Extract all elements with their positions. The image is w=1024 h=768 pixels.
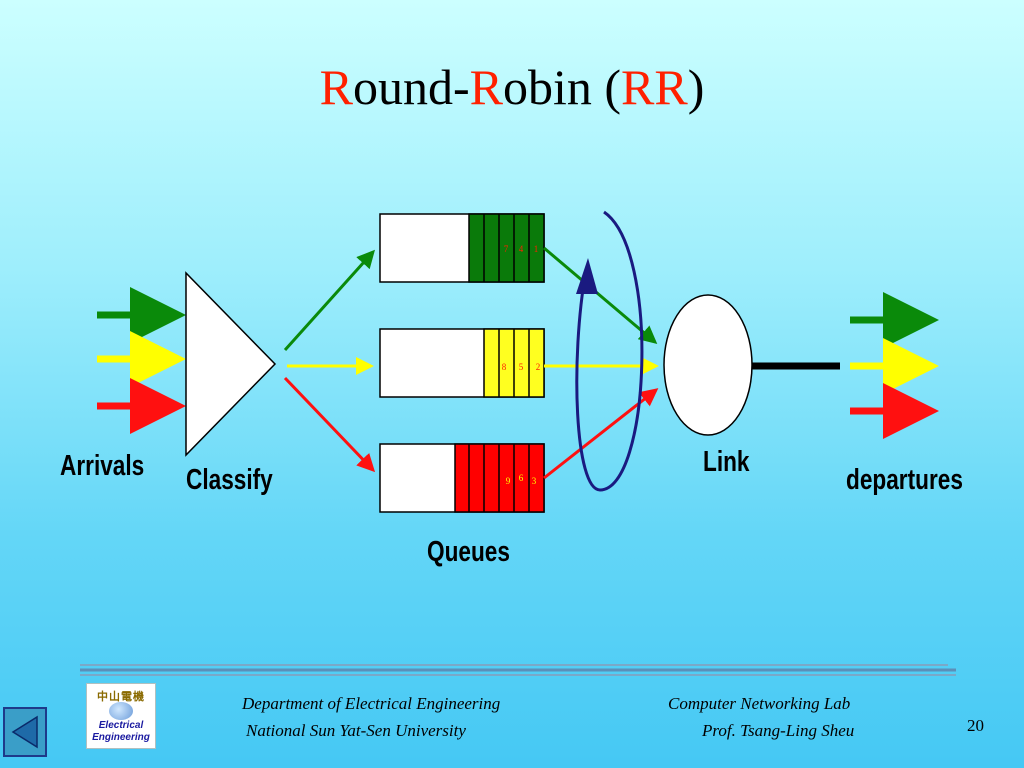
packet-number: 9 xyxy=(506,476,511,486)
classify-arrows xyxy=(283,249,376,473)
scheduler-loop xyxy=(575,210,644,492)
triangle-left-icon xyxy=(11,715,38,749)
queues-label: Queues xyxy=(427,536,510,568)
link-arrow-red xyxy=(543,388,659,480)
page-number: 20 xyxy=(967,716,984,735)
classify-arrow-green xyxy=(283,249,376,352)
departures-label: departures xyxy=(846,464,963,496)
title-part: obin ( xyxy=(502,59,622,115)
queue-red: 9 6 3 xyxy=(379,443,545,513)
packet-number: 1 xyxy=(534,244,539,254)
title-part: ound- xyxy=(352,59,470,115)
department-logo: 中山電機 Electrical Engineering xyxy=(86,683,156,749)
logo-cjk-text: 中山電機 xyxy=(97,691,145,703)
arrival-arrows xyxy=(97,287,186,434)
packet-number: 5 xyxy=(519,362,524,372)
footer-professor: Prof. Tsang-Ling Sheu xyxy=(702,721,855,740)
queue-green-fill xyxy=(468,213,545,283)
queue-green: 7 4 1 xyxy=(379,213,545,283)
link-label: Link xyxy=(703,446,750,478)
link-node xyxy=(663,294,753,436)
classifier-triangle xyxy=(185,271,277,457)
footer-university: National Sun Yat-Sen University xyxy=(246,721,466,740)
link-arrows xyxy=(543,246,659,480)
footer-department: Department of Electrical Engineering xyxy=(242,694,501,713)
globe-icon xyxy=(109,702,133,720)
packet-number: 7 xyxy=(504,244,509,254)
slide-title: Round-Robin (RR) xyxy=(0,62,1024,112)
title-part: R xyxy=(319,59,353,115)
packet-number: 4 xyxy=(519,244,524,254)
arrivals-label: Arrivals xyxy=(60,450,145,482)
link-arrow-green xyxy=(543,246,658,344)
packet-number: 6 xyxy=(519,473,524,483)
packet-number: 8 xyxy=(502,362,507,372)
title-part: R xyxy=(469,59,503,115)
scheduler-loop-arrowhead xyxy=(576,258,598,294)
logo-line2: Engineering xyxy=(92,732,150,743)
queue-yellow: 8 5 2 xyxy=(379,328,545,398)
footer-divider xyxy=(80,664,956,676)
back-button[interactable] xyxy=(3,707,47,757)
packet-number: 3 xyxy=(532,476,537,486)
packet-number: 2 xyxy=(536,362,541,372)
classify-arrow-red xyxy=(283,376,376,473)
footer-lab: Computer Networking Lab xyxy=(668,694,851,713)
title-part: RR xyxy=(621,59,688,115)
departure-arrows xyxy=(850,292,939,439)
logo-line1: Electrical xyxy=(98,720,144,731)
title-part: ) xyxy=(687,59,705,115)
classify-label: Classify xyxy=(186,464,273,496)
